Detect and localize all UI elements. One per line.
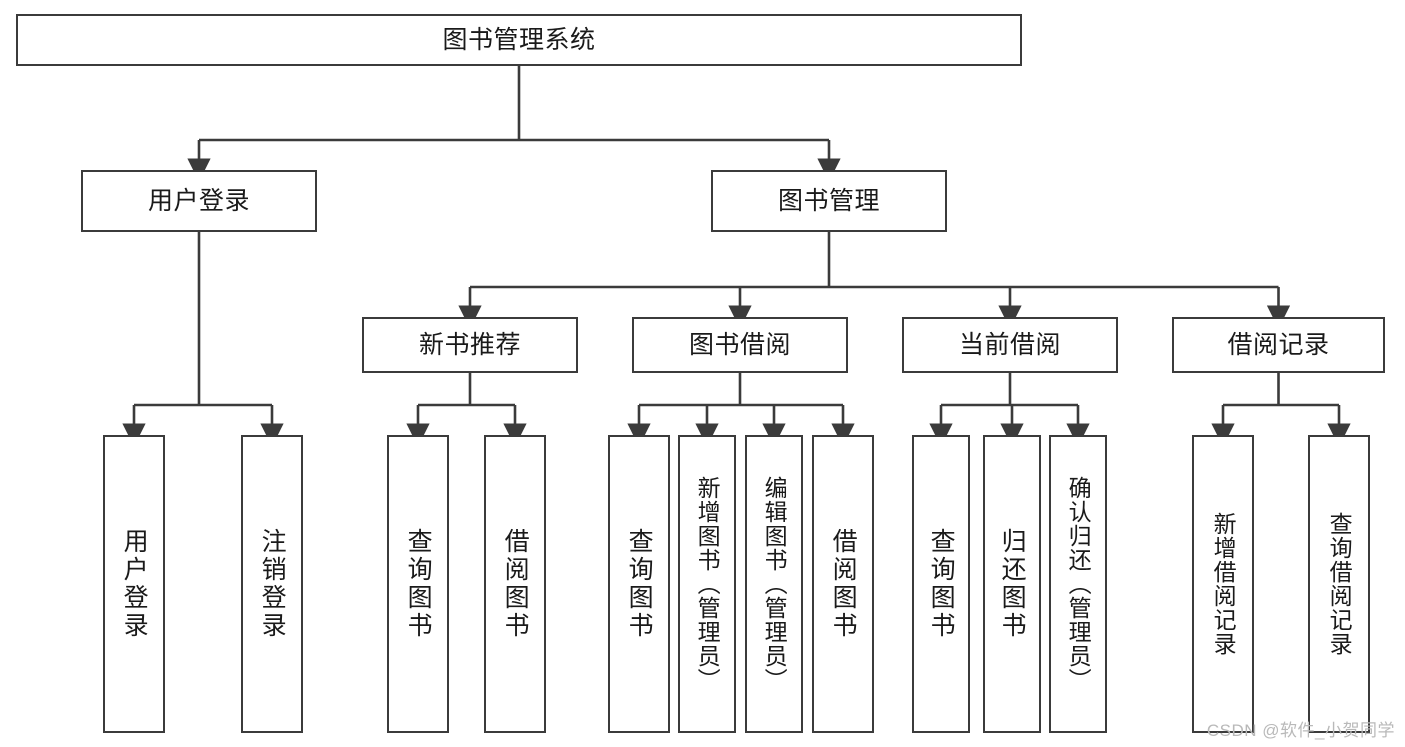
node-label: 图书借阅 [688, 331, 791, 359]
node-label: 图书管理系统 [442, 26, 596, 54]
csdn-watermark: CSDN @软件_小贺同学 [1206, 721, 1395, 740]
node-leaf-rec-1[interactable]: 新增借阅记录 [1192, 435, 1254, 733]
node-label: 借阅图书 [501, 528, 530, 640]
node-leaf-borrow-1[interactable]: 查询图书 [608, 435, 670, 733]
node-label: 新增借阅记录 [1210, 512, 1237, 656]
node-leaf-cur-1[interactable]: 查询图书 [912, 435, 970, 733]
node-bookmgmt[interactable]: 图书管理 [711, 170, 947, 232]
node-label: 归还图书 [998, 528, 1027, 640]
node-leaf-borrow-2[interactable]: 新增图书（管理员） [678, 435, 736, 733]
node-label: 查询借阅记录 [1326, 512, 1353, 656]
node-leaf-login-1[interactable]: 用户登录 [103, 435, 165, 733]
node-label: 确认归还（管理员） [1065, 476, 1092, 692]
node-label: 借阅图书 [829, 528, 858, 640]
node-label: 新增图书（管理员） [694, 476, 721, 692]
node-root[interactable]: 图书管理系统 [16, 14, 1022, 66]
node-leaf-cur-3[interactable]: 确认归还（管理员） [1049, 435, 1107, 733]
node-label: 用户登录 [120, 528, 149, 640]
node-leaf-new-2[interactable]: 借阅图书 [484, 435, 546, 733]
node-leaf-borrow-3[interactable]: 编辑图书（管理员） [745, 435, 803, 733]
node-label: 编辑图书（管理员） [761, 476, 788, 692]
node-leaf-cur-2[interactable]: 归还图书 [983, 435, 1041, 733]
node-current[interactable]: 当前借阅 [902, 317, 1118, 373]
node-borrow[interactable]: 图书借阅 [632, 317, 848, 373]
node-label: 注销登录 [258, 528, 287, 640]
node-label: 查询图书 [404, 528, 433, 640]
node-label: 查询图书 [927, 528, 956, 640]
node-label: 新书推荐 [418, 331, 521, 359]
node-label: 用户登录 [147, 187, 250, 215]
node-leaf-login-2[interactable]: 注销登录 [241, 435, 303, 733]
node-label: 图书管理 [777, 187, 880, 215]
node-records[interactable]: 借阅记录 [1172, 317, 1385, 373]
node-label: 借阅记录 [1227, 331, 1330, 359]
node-newbooks[interactable]: 新书推荐 [362, 317, 578, 373]
node-login[interactable]: 用户登录 [81, 170, 317, 232]
node-leaf-rec-2[interactable]: 查询借阅记录 [1308, 435, 1370, 733]
node-label: 当前借阅 [958, 331, 1061, 359]
node-leaf-borrow-4[interactable]: 借阅图书 [812, 435, 874, 733]
node-leaf-new-1[interactable]: 查询图书 [387, 435, 449, 733]
node-label: 查询图书 [625, 528, 654, 640]
